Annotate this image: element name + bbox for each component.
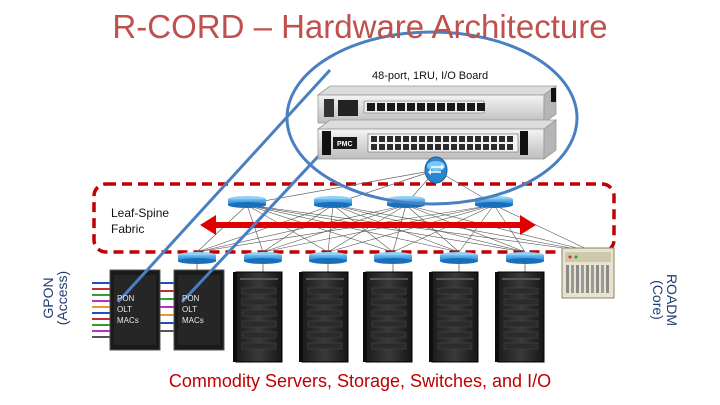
- network-switch-icon: [314, 196, 352, 208]
- roadm-core-label: ROADM (Core): [650, 258, 680, 342]
- board-brand-text: PMC: [337, 141, 353, 148]
- network-switch-icon: [374, 252, 412, 264]
- server-rack-icon: [299, 271, 349, 363]
- zoom-callout-line: [180, 146, 328, 304]
- server-rack-icon: [363, 271, 413, 363]
- network-switch-icon: [309, 252, 347, 264]
- gpon-label-line2: (Access): [54, 270, 70, 326]
- server-rack-icon: [429, 271, 479, 363]
- footer-caption: Commodity Servers, Storage, Switches, an…: [168, 371, 552, 391]
- server-rack-icon: [233, 271, 283, 363]
- network-switch-icon: [178, 252, 216, 264]
- leaf-spine-fabric-border: [92, 182, 616, 254]
- olt-rack-1-label: PON OLT MACs: [117, 293, 139, 326]
- network-switch-icon: [506, 252, 544, 264]
- olt-rack-1-line1: PON: [117, 294, 135, 303]
- access-fibers: [92, 282, 176, 338]
- network-switch-icon: [244, 252, 282, 264]
- olt-rack-1-line3: MACs: [117, 316, 139, 325]
- io-board-ports: [367, 103, 513, 150]
- roadm-chassis-icon: [561, 247, 615, 299]
- io-board-label: 48-port, 1RU, I/O Board: [372, 70, 489, 82]
- server-racks: [233, 271, 545, 363]
- bidirectional-arrow: [200, 215, 536, 235]
- network-switch-icon: [440, 252, 478, 264]
- olt-rack-1-line2: OLT: [117, 305, 132, 314]
- olt-rack-2-line2: OLT: [182, 305, 197, 314]
- network-switch-icon: [228, 196, 266, 208]
- fabric-label-line2: Fabric: [111, 222, 145, 236]
- leaf-switches: [178, 252, 612, 264]
- fabric-label-line1: Leaf-Spine: [111, 206, 170, 220]
- gpon-access-label: GPON (Access): [40, 256, 70, 340]
- olt-rack-2-line1: PON: [182, 294, 200, 303]
- gpon-label-line1: GPON: [40, 277, 56, 319]
- olt-rack-2-line3: MACs: [182, 316, 204, 325]
- roadm-label-line1: ROADM: [664, 273, 680, 327]
- round-switch-icon: [424, 156, 448, 184]
- zoom-callout-line: [116, 68, 332, 304]
- page-title: R-CORD – Hardware Architecture: [112, 8, 608, 45]
- fabric-mesh-links: [196, 204, 594, 272]
- roadm-label-line2: (Core): [650, 280, 666, 320]
- board-links: [246, 169, 495, 205]
- fabric-label: Leaf-Spine Fabric: [111, 205, 169, 237]
- network-switch-icon: [475, 196, 513, 208]
- server-rack-icon: [495, 271, 545, 363]
- olt-rack-2-label: PON OLT MACs: [182, 293, 204, 326]
